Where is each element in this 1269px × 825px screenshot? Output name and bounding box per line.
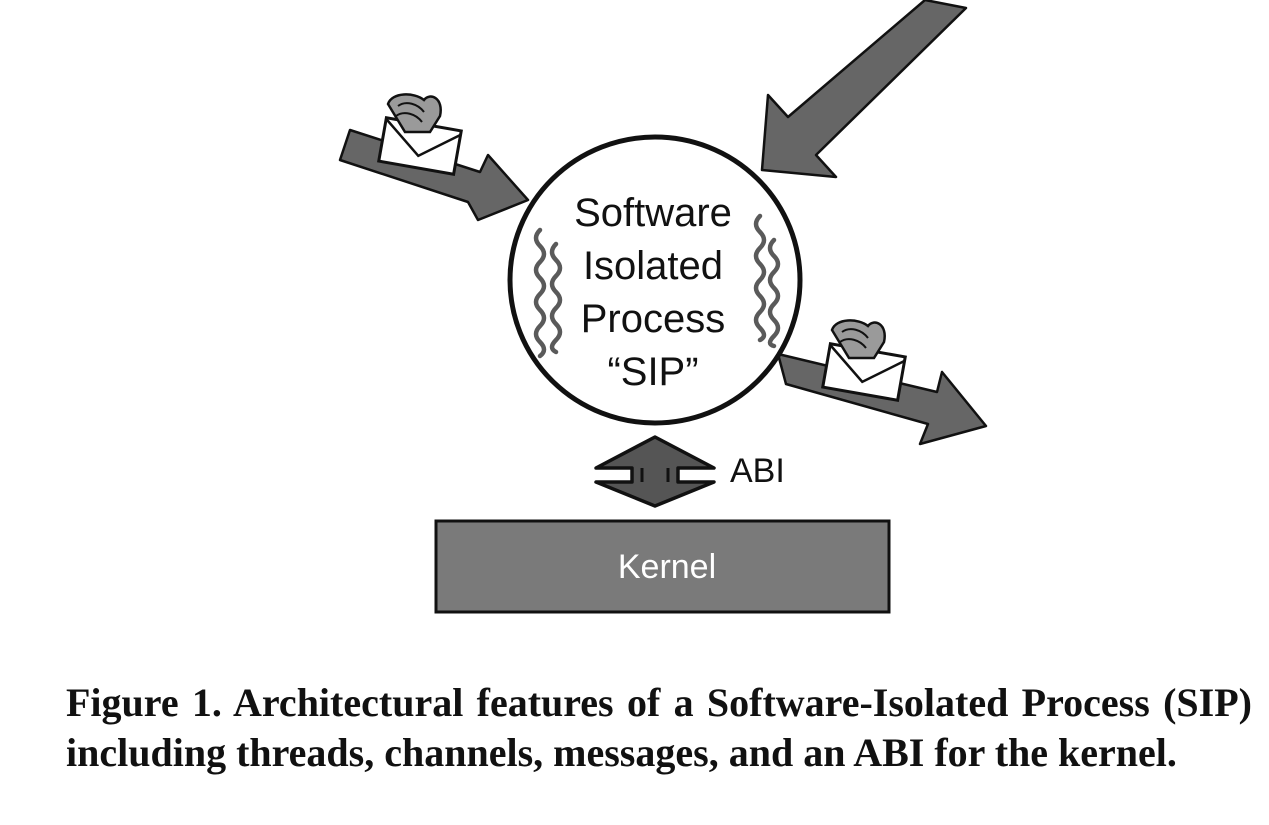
kernel-label: Kernel [618,548,716,586]
sip-circle [507,134,803,426]
sip-architecture-diagram: Software Isolated Process “SIP” ABI Kern… [338,0,988,614]
incoming-channel-arrow-top [760,0,968,179]
abi-double-arrow-icon [594,435,716,508]
threads-left-icon [533,227,563,359]
kernel-box [434,519,891,614]
figure-caption: Figure 1. Architectural features of a So… [66,680,1252,775]
outgoing-message-envelope-icon [821,319,907,403]
sip-label-line-4: “SIP” [607,350,698,394]
incoming-message-envelope-icon [377,93,463,177]
threads-right-icon [753,213,781,349]
sip-label-line-1: Software [574,191,732,235]
sip-label-line-3: Process [581,297,726,341]
sip-label-line-2: Isolated [583,244,723,288]
abi-label: ABI [730,452,785,490]
